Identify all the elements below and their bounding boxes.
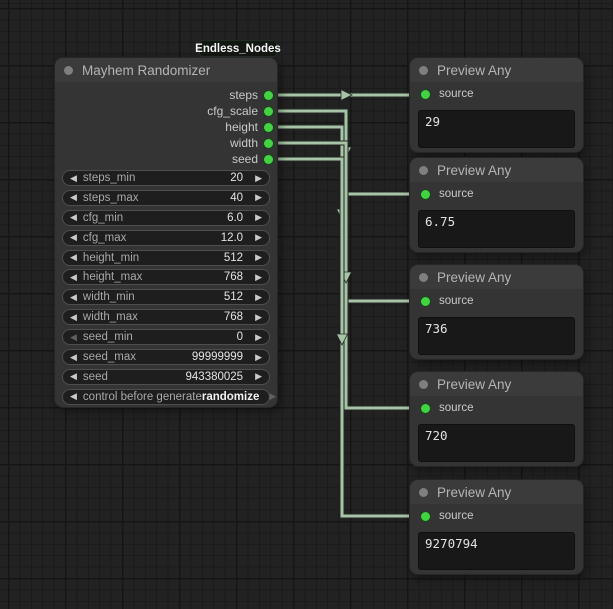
decrement-icon[interactable]: ◀	[70, 172, 77, 183]
node-title: Preview Any	[437, 62, 512, 78]
output-slot-icon[interactable]	[264, 122, 273, 132]
decrement-icon[interactable]: ◀	[70, 192, 77, 203]
increment-icon[interactable]: ▶	[255, 271, 262, 282]
wire-arrow-right-icon	[340, 88, 353, 102]
output-height: height	[55, 119, 277, 135]
output-cfg-scale: cfg_scale	[55, 103, 277, 119]
decrement-icon[interactable]: ◀	[70, 291, 77, 302]
output-slot-icon[interactable]	[264, 106, 273, 116]
collapse-dot-icon[interactable]	[419, 165, 428, 175]
node-preview-any-5[interactable]: Preview Any source 9270794	[410, 480, 583, 574]
input-slot-icon[interactable]	[421, 296, 430, 306]
decrement-icon[interactable]: ◀	[70, 212, 77, 223]
input-slot-icon[interactable]	[421, 189, 430, 199]
node-title: Preview Any	[437, 162, 512, 178]
increment-icon[interactable]: ▶	[255, 311, 262, 322]
node-titlebar[interactable]: Preview Any	[410, 58, 583, 82]
input-source: source	[421, 87, 474, 101]
collapse-dot-icon[interactable]	[419, 65, 428, 75]
node-title: Preview Any	[437, 376, 512, 392]
increment-icon[interactable]: ▶	[255, 192, 262, 203]
widget-seed-max[interactable]: ◀ seed_max 99999999 ▶	[62, 349, 270, 366]
decrement-icon[interactable]: ◀	[70, 391, 77, 402]
increment-icon[interactable]: ▶	[255, 252, 262, 263]
collapse-dot-icon[interactable]	[64, 65, 73, 75]
preview-value-box[interactable]: 720	[418, 424, 575, 462]
preview-value-box[interactable]: 736	[418, 317, 575, 355]
node-titlebar[interactable]: Preview Any	[410, 158, 583, 182]
node-category-badge: Endless_Nodes	[195, 40, 281, 57]
node-preview-any-3[interactable]: Preview Any source 736	[410, 265, 583, 359]
widget-seed-min[interactable]: ◀ seed_min 0 ▶	[62, 329, 270, 346]
input-source: source	[421, 187, 474, 201]
preview-value-box[interactable]: 29	[418, 110, 575, 148]
input-slot-icon[interactable]	[421, 511, 430, 521]
increment-icon[interactable]: ▶	[269, 391, 277, 402]
node-title: Mayhem Randomizer	[82, 62, 211, 78]
preview-value-box[interactable]: 9270794	[418, 532, 575, 570]
widget-height-min[interactable]: ◀ height_min 512 ▶	[62, 249, 270, 266]
node-title: Preview Any	[437, 484, 512, 500]
input-source: source	[421, 294, 474, 308]
node-title: Preview Any	[437, 269, 512, 285]
widget-height-max[interactable]: ◀ height_max 768 ▶	[62, 269, 270, 286]
output-slot-icon[interactable]	[264, 154, 273, 164]
widget-steps-min[interactable]: ◀ steps_min 20 ▶	[62, 170, 270, 186]
widget-list: ◀ steps_min 20 ▶ ◀ steps_max 40 ▶ ◀ cfg_…	[62, 170, 276, 405]
input-source: source	[421, 401, 474, 415]
increment-icon[interactable]: ▶	[255, 291, 262, 302]
decrement-icon[interactable]: ◀	[70, 252, 77, 263]
collapse-dot-icon[interactable]	[419, 379, 428, 389]
decrement-icon[interactable]: ◀	[70, 311, 77, 322]
wire-seed	[270, 156, 417, 519]
widget-cfg-min[interactable]: ◀ cfg_min 6.0 ▶	[62, 209, 270, 226]
collapse-dot-icon[interactable]	[419, 272, 428, 282]
increment-icon[interactable]: ▶	[255, 331, 262, 342]
widget-steps-max[interactable]: ◀ steps_max 40 ▶	[62, 189, 270, 206]
decrement-icon[interactable]: ◀	[70, 232, 77, 243]
node-titlebar[interactable]: Preview Any	[410, 372, 583, 396]
wire-arrow-down-icon	[335, 333, 349, 346]
output-seed: seed	[55, 151, 277, 167]
decrement-icon[interactable]: ◀	[70, 371, 77, 382]
widget-cfg-max[interactable]: ◀ cfg_max 12.0 ▶	[62, 229, 270, 246]
decrement-icon[interactable]: ◀	[70, 331, 77, 342]
widget-seed[interactable]: ◀ seed 943380025 ▶	[62, 368, 270, 385]
increment-icon[interactable]: ▶	[255, 172, 262, 183]
input-slot-icon[interactable]	[421, 403, 430, 413]
increment-icon[interactable]: ▶	[255, 371, 262, 382]
increment-icon[interactable]: ▶	[255, 232, 262, 243]
collapse-dot-icon[interactable]	[419, 487, 428, 497]
node-titlebar[interactable]: Preview Any	[410, 265, 583, 289]
output-steps: steps	[55, 87, 277, 103]
widget-width-max[interactable]: ◀ width_max 768 ▶	[62, 309, 270, 326]
node-titlebar[interactable]: Preview Any	[410, 480, 583, 504]
input-source: source	[421, 509, 474, 523]
node-titlebar[interactable]: Mayhem Randomizer	[55, 58, 277, 82]
wire-steps	[270, 88, 417, 102]
increment-icon[interactable]: ▶	[255, 212, 262, 223]
node-preview-any-1[interactable]: Preview Any source 29	[410, 58, 583, 152]
decrement-icon[interactable]: ◀	[70, 351, 77, 362]
widget-width-min[interactable]: ◀ width_min 512 ▶	[62, 289, 270, 306]
output-width: width	[55, 135, 277, 151]
preview-value-box[interactable]: 6.75	[418, 210, 575, 248]
widget-control-before-generate[interactable]: ◀ control before generate randomize ▶	[62, 388, 276, 405]
output-slot-icon[interactable]	[264, 138, 273, 148]
node-preview-any-2[interactable]: Preview Any source 6.75	[410, 158, 583, 252]
increment-icon[interactable]: ▶	[255, 351, 262, 362]
node-mayhem-randomizer[interactable]: Mayhem Randomizer steps cfg_scale height…	[55, 58, 277, 407]
input-slot-icon[interactable]	[421, 89, 430, 99]
decrement-icon[interactable]: ◀	[70, 271, 77, 282]
node-preview-any-4[interactable]: Preview Any source 720	[410, 372, 583, 466]
output-slot-icon[interactable]	[264, 90, 273, 100]
output-slots: steps cfg_scale height width seed	[55, 87, 277, 167]
